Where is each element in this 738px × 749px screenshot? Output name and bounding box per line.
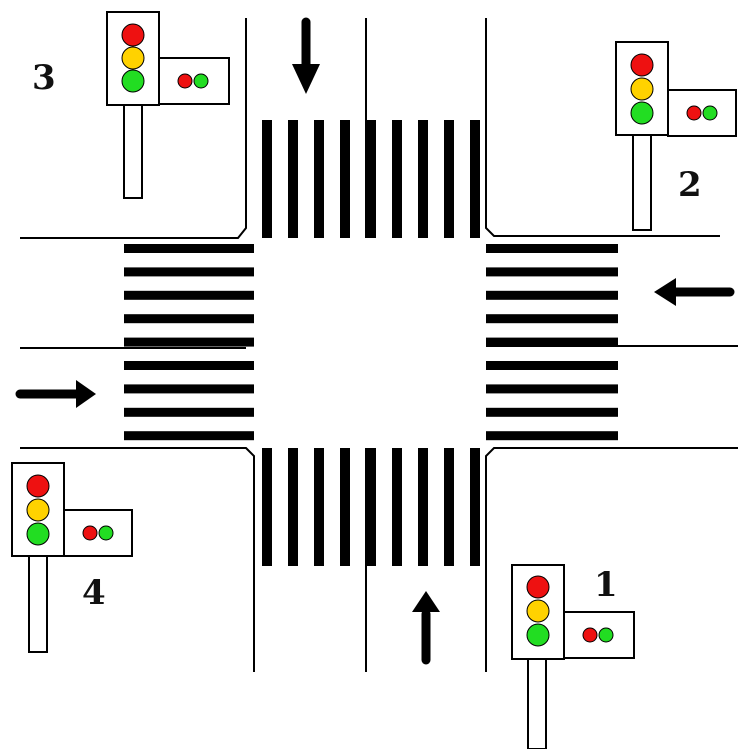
pedestrian-signal-box	[63, 509, 133, 557]
crosswalk-east	[486, 244, 618, 441]
pedestrian-red-lamp	[582, 627, 598, 643]
traffic-light-4	[11, 462, 133, 653]
crosswalk-west	[124, 244, 254, 441]
crosswalk-stripe	[314, 120, 324, 238]
crosswalk-south	[262, 448, 480, 566]
light-number-2: 2	[678, 165, 702, 205]
arrow-right-icon	[15, 380, 96, 408]
crosswalk-stripe	[418, 448, 428, 566]
pedestrian-red-lamp	[686, 105, 702, 121]
crosswalk-stripe	[366, 120, 376, 238]
crosswalk-stripe	[486, 244, 618, 253]
crosswalk-stripe	[486, 267, 618, 277]
light-number-3: 3	[32, 58, 56, 98]
crosswalk-stripe	[470, 120, 480, 238]
pedestrian-red-lamp	[177, 73, 193, 89]
pedestrian-green-lamp	[193, 73, 209, 89]
pedestrian-green-lamp	[598, 627, 614, 643]
red-lamp	[121, 23, 145, 47]
crosswalk-stripe	[486, 361, 618, 370]
green-lamp	[630, 101, 654, 125]
crosswalk-stripe	[262, 120, 272, 238]
crosswalk-stripe	[470, 448, 480, 566]
red-lamp	[526, 575, 550, 599]
crosswalk-stripe	[124, 267, 254, 277]
north-road-left-edge	[20, 18, 247, 239]
pedestrian-signal-box	[667, 89, 737, 137]
crosswalk-stripe	[288, 120, 298, 238]
crosswalk-stripe	[340, 448, 350, 566]
traffic-light-pole	[123, 104, 143, 199]
traffic-light-3	[106, 11, 230, 199]
crosswalk-stripe	[124, 290, 254, 300]
crosswalk-stripe	[124, 431, 254, 441]
yellow-lamp	[526, 599, 550, 623]
crosswalk-stripe	[124, 337, 254, 347]
north-road-right-edge	[485, 18, 720, 237]
green-lamp	[26, 522, 50, 546]
yellow-lamp	[630, 77, 654, 101]
pedestrian-red-lamp	[82, 525, 98, 541]
crosswalk-stripe	[418, 120, 428, 238]
yellow-lamp	[26, 498, 50, 522]
green-lamp	[526, 623, 550, 647]
red-lamp	[26, 474, 50, 498]
crosswalk-stripe	[124, 244, 254, 253]
crosswalk-stripe	[486, 337, 618, 347]
crosswalk-stripe	[444, 120, 454, 238]
arrow-left-icon	[654, 278, 735, 306]
crosswalk-stripe	[124, 314, 254, 324]
crosswalk-stripe	[314, 448, 324, 566]
crosswalk-stripe	[124, 361, 254, 370]
pedestrian-green-lamp	[702, 105, 718, 121]
arrow-down-icon	[292, 17, 320, 94]
crosswalk-stripe	[486, 431, 618, 441]
traffic-light-1	[511, 564, 635, 749]
crosswalk-stripe	[262, 448, 272, 566]
arrow-up-icon	[412, 591, 440, 665]
crosswalk-stripe	[392, 448, 402, 566]
traffic-light-pole	[632, 134, 652, 231]
yellow-lamp	[121, 46, 145, 70]
east-road-bottom-edge	[485, 447, 738, 672]
crosswalk-stripe	[444, 448, 454, 566]
traffic-light-pole	[527, 658, 547, 749]
crosswalk-stripe	[486, 290, 618, 300]
crosswalk-north	[262, 120, 480, 238]
crosswalk-stripe	[486, 407, 618, 417]
crosswalk-stripe	[124, 407, 254, 417]
crosswalk-stripe	[288, 448, 298, 566]
crosswalk-stripe	[486, 314, 618, 324]
crosswalk-stripe	[340, 120, 350, 238]
red-lamp	[630, 53, 654, 77]
west-road-bottom-edge	[20, 447, 255, 672]
crosswalk-stripe	[124, 384, 254, 394]
crosswalk-stripe	[366, 448, 376, 566]
crosswalk-stripe	[486, 384, 618, 394]
traffic-light-2	[615, 41, 737, 231]
pedestrian-green-lamp	[98, 525, 114, 541]
light-number-4: 4	[82, 573, 106, 613]
traffic-light-pole	[28, 555, 48, 653]
light-number-1: 1	[594, 565, 618, 605]
crosswalk-stripe	[392, 120, 402, 238]
green-lamp	[121, 69, 145, 93]
